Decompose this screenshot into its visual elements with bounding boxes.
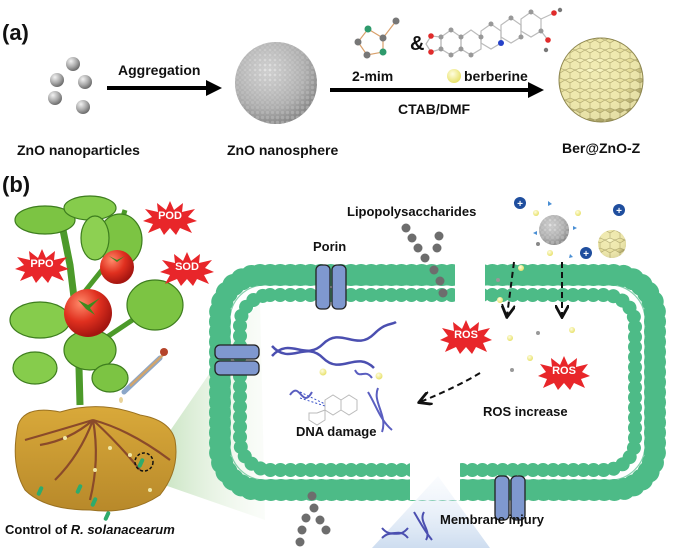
lipopolysaccharide-chain-top [401, 223, 448, 298]
porin-top [315, 264, 347, 310]
membrane-injury-label: Membrane injury [440, 512, 545, 527]
ros-increase-label: ROS increase [483, 404, 568, 419]
enzyme-label-ppo: PPO [30, 258, 54, 270]
ctab-dmf-label: CTAB/DMF [398, 101, 471, 117]
soil-illustration [14, 406, 177, 521]
ros-label: ROS [454, 329, 478, 341]
porin-bottom [494, 475, 526, 521]
tomato-plant-illustration [9, 195, 184, 406]
ber-zno-z-label: Ber@ZnO-Z [562, 140, 641, 156]
enzyme-star-sod: SOD [160, 252, 214, 286]
zno-nanoparticles-label: ZnO nanoparticles [17, 142, 140, 158]
enzyme-label-pod: POD [158, 210, 182, 222]
dropper-icon [119, 348, 168, 403]
2-mim-molecule-icon [354, 17, 400, 59]
berberine-dna-binding [299, 391, 358, 426]
svg-text:+: + [583, 249, 589, 260]
injury-beam [372, 476, 490, 548]
berberine-legend-ball [447, 69, 461, 83]
zno-nanosphere-label: ZnO nanosphere [227, 142, 339, 158]
internalized-particles [496, 278, 575, 372]
enzyme-label-sod: SOD [175, 261, 199, 273]
plant-caption-prefix: Control of [5, 522, 71, 537]
aggregation-label: Aggregation [118, 62, 201, 78]
berberine-ball [375, 372, 383, 380]
ampersand-label: & [410, 33, 425, 55]
berberine-molecule-icon [425, 11, 555, 56]
zno-nanosphere-icon [235, 42, 317, 124]
ros-to-dna-arrow [420, 372, 481, 402]
burst-icon [160, 252, 214, 286]
ros-star-1: ROS [440, 320, 492, 354]
panel-a-label: (a) [2, 20, 29, 45]
nanoparticle-attack-cluster: + + + [514, 197, 626, 271]
zno-nanoparticles-icon [48, 57, 92, 114]
porin-left [214, 344, 260, 376]
dna-leaking [381, 511, 433, 541]
synthesis-arrow [330, 82, 544, 98]
enzyme-star-ppo: PPO [15, 249, 69, 283]
svg-text:+: + [616, 206, 622, 217]
lipopolysaccharide-chain-bottom [295, 491, 331, 547]
panel-b-label: (b) [2, 172, 31, 197]
burst-icon [15, 249, 69, 283]
aggregation-arrow [107, 80, 222, 96]
dna-damage-label: DNA damage [296, 424, 377, 439]
porin-label: Porin [313, 239, 347, 254]
plant-caption-species: R. solanacearum [70, 522, 175, 537]
dna-fragments [289, 369, 393, 433]
burst-icon [440, 320, 492, 354]
berberine-label: berberine [464, 68, 528, 84]
membrane-gap-top [455, 262, 485, 307]
svg-text:+: + [517, 199, 523, 210]
ros-label: ROS [552, 365, 576, 377]
lipopolysaccharides-label: Lipopolysaccharides [347, 204, 477, 219]
berberine-ball [319, 368, 327, 376]
ros-star-2: ROS [538, 356, 590, 390]
burst-icon [143, 201, 197, 235]
enzyme-star-pod: POD [143, 201, 197, 235]
dna-strand-large [271, 320, 397, 369]
ber-zno-z-particle-icon [558, 37, 644, 123]
burst-icon [538, 356, 590, 390]
plant-caption: Control of R. solanacearum [5, 522, 175, 537]
2-mim-label: 2-mim [352, 68, 394, 84]
entry-arrow-1 [507, 261, 514, 316]
